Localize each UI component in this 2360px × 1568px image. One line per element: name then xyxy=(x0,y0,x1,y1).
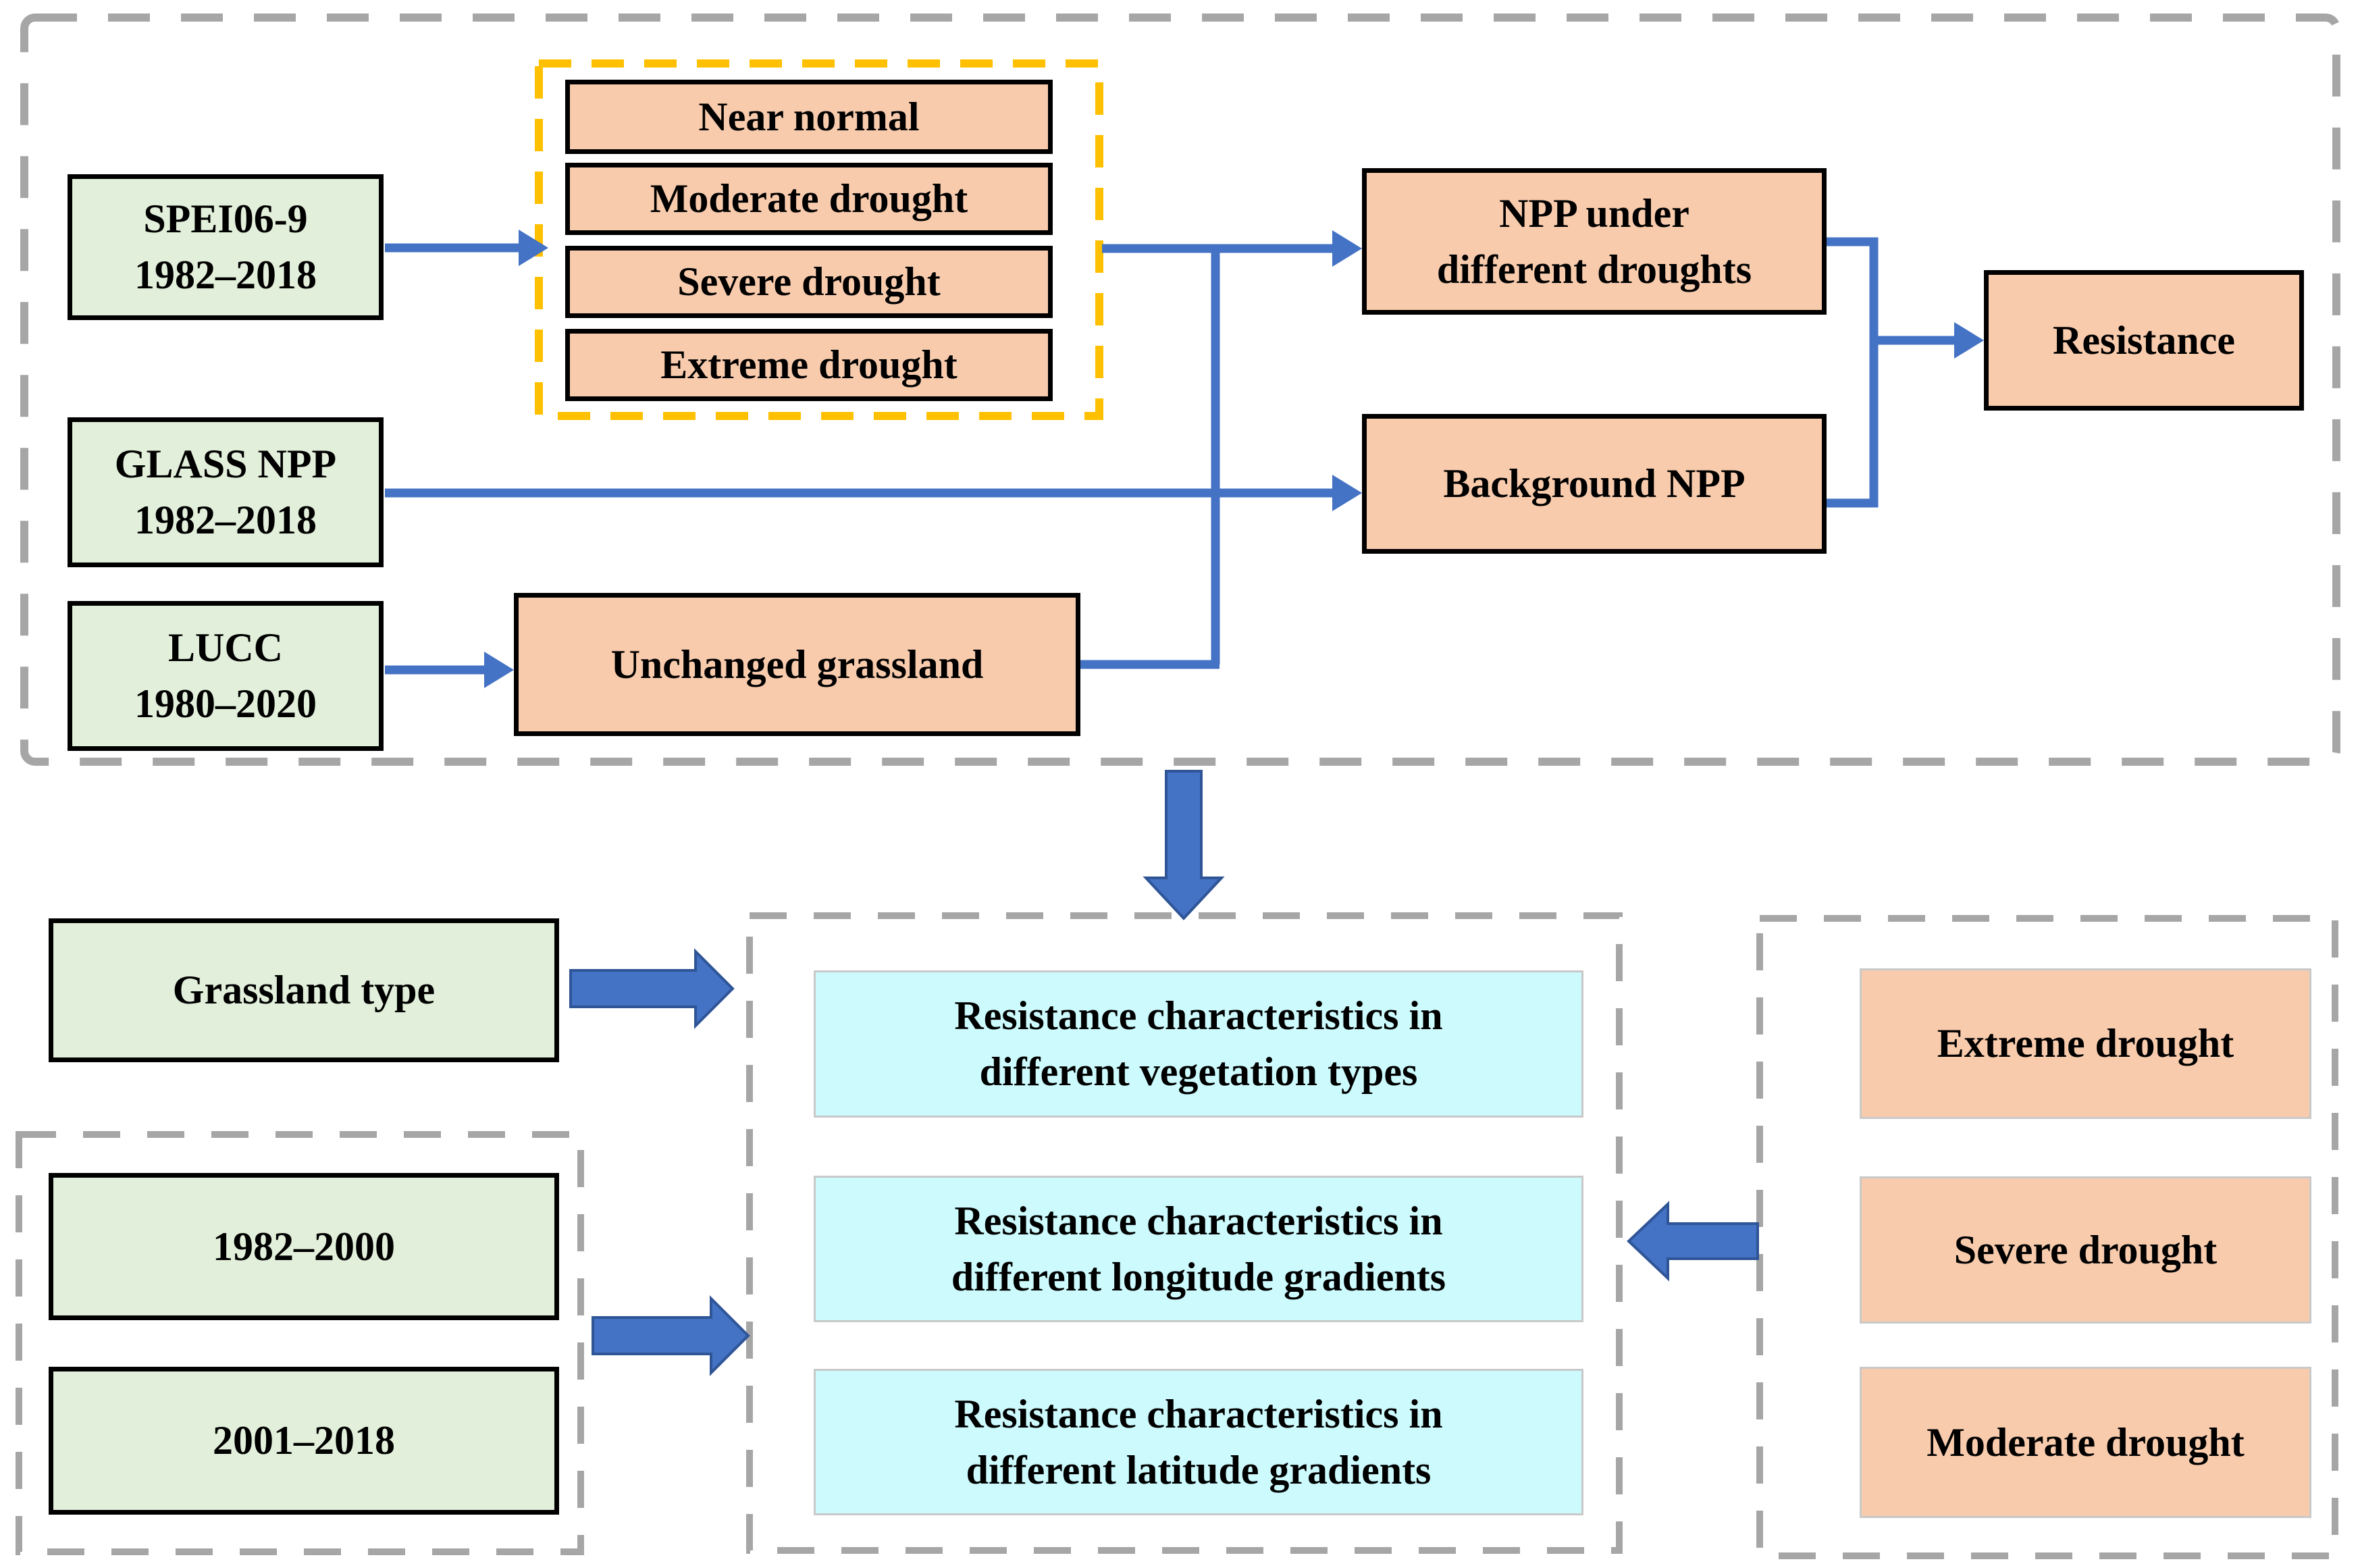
drought-type-moderate-label: Moderate drought xyxy=(1926,1419,2245,1465)
drought-level-extreme-label: Extreme drought xyxy=(660,342,958,388)
background-npp-box: Background NPP xyxy=(1362,414,1827,554)
input-lucc-box: LUCC 1980–2020 xyxy=(68,601,384,751)
drought-type-extreme-box: Extreme drought xyxy=(1860,968,2311,1119)
arrowhead-resistance xyxy=(1954,322,1984,359)
arrowhead-npp xyxy=(1332,230,1362,267)
line-npp-bgnpp-merge xyxy=(1827,237,1879,508)
period-2001-2018-label: 2001–2018 xyxy=(213,1418,395,1463)
input-spei-box: SPEI06-9 1982–2018 xyxy=(68,174,384,320)
drought-level-severe-label: Severe drought xyxy=(677,259,941,305)
analysis-vegetation-types-label: Resistance characteristics in different … xyxy=(954,993,1443,1094)
grassland-type-label: Grassland type xyxy=(172,968,436,1013)
drought-level-moderate-label: Moderate drought xyxy=(650,176,968,221)
periods-dashed-border xyxy=(16,1131,584,1555)
input-glass-npp-box: GLASS NPP 1982–2018 xyxy=(68,417,384,567)
arrowhead-background-npp xyxy=(1332,475,1362,511)
input-lucc-label: LUCC 1980–2020 xyxy=(134,625,317,726)
unchanged-grassland-label: Unchanged grassland xyxy=(610,642,984,687)
drought-type-severe-label: Severe drought xyxy=(1953,1227,2218,1272)
resistance-label: Resistance xyxy=(2053,317,2235,363)
drought-type-extreme-label: Extreme drought xyxy=(1937,1021,2234,1066)
arrowhead-unchanged xyxy=(484,652,514,688)
drought-group-dashed-border xyxy=(535,59,1103,420)
drought-level-near-normal-label: Near normal xyxy=(698,94,920,139)
period-1982-2000-label: 1982–2000 xyxy=(213,1224,395,1269)
analyses-dashed-border xyxy=(746,912,1623,1554)
grassland-type-box: Grassland type xyxy=(49,918,559,1062)
drought-type-moderate-box: Moderate drought xyxy=(1860,1367,2311,1518)
analysis-latitude-gradients-box: Resistance characteristics in different … xyxy=(814,1369,1583,1515)
analysis-vegetation-types-box: Resistance characteristics in different … xyxy=(814,970,1583,1118)
block-arrow-periods-right-icon xyxy=(592,1295,750,1376)
drought-level-near-normal-box: Near normal xyxy=(565,80,1053,154)
input-spei-label: SPEI06-9 1982–2018 xyxy=(134,197,317,297)
resistance-box: Resistance xyxy=(1984,270,2304,411)
npp-under-droughts-label: NPP under different droughts xyxy=(1436,190,1752,292)
drought-level-severe-box: Severe drought xyxy=(565,246,1053,318)
block-arrow-droughts-left-icon xyxy=(1627,1201,1759,1282)
analysis-latitude-gradients-label: Resistance characteristics in different … xyxy=(954,1391,1443,1492)
analysis-longitude-gradients-label: Resistance characteristics in different … xyxy=(951,1198,1446,1299)
npp-under-droughts-box: NPP under different droughts xyxy=(1362,168,1827,315)
drought-type-severe-box: Severe drought xyxy=(1860,1176,2311,1324)
drought-level-moderate-box: Moderate drought xyxy=(565,163,1053,235)
drought-types-dashed-border xyxy=(1756,915,2338,1559)
block-arrow-grassland-right-icon xyxy=(569,948,735,1029)
input-glass-npp-label: GLASS NPP 1982–2018 xyxy=(114,442,337,542)
drought-level-extreme-box: Extreme drought xyxy=(565,329,1053,401)
top-section-dashed-border xyxy=(20,14,2340,766)
block-arrow-down-icon xyxy=(1143,770,1225,920)
analysis-longitude-gradients-box: Resistance characteristics in different … xyxy=(814,1176,1583,1322)
period-2001-2018-box: 2001–2018 xyxy=(49,1367,559,1515)
background-npp-label: Background NPP xyxy=(1443,461,1746,506)
arrowhead-spei xyxy=(519,230,548,266)
unchanged-grassland-box: Unchanged grassland xyxy=(514,593,1080,736)
period-1982-2000-box: 1982–2000 xyxy=(49,1173,559,1320)
